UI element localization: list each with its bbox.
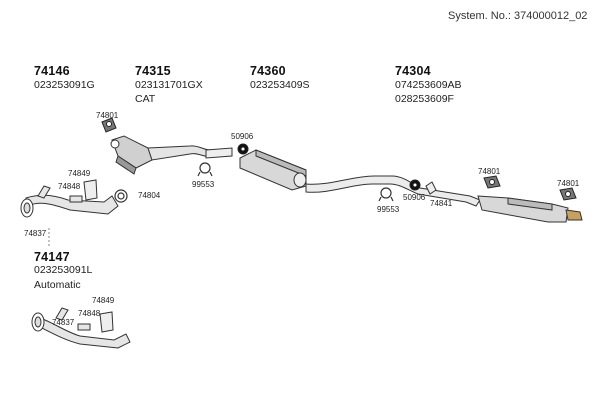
group-74315-note: CAT xyxy=(135,93,156,105)
clamp-99553-b xyxy=(378,187,394,202)
part-label: 74849 xyxy=(68,169,91,178)
clamp-74804 xyxy=(114,189,128,203)
part-label: 74848 xyxy=(58,182,81,191)
system-number: System. No.: 374000012_02 xyxy=(448,10,588,22)
bracket-74841 xyxy=(425,181,437,195)
clamp-50906-b xyxy=(409,179,421,191)
part-label: 99553 xyxy=(377,205,400,214)
group-74360-code: 023253409S xyxy=(250,79,310,91)
part-label: 74848 xyxy=(78,309,101,318)
part-label: 74801 xyxy=(96,111,119,120)
bracket-74849 xyxy=(83,179,98,201)
intermediate-pipe xyxy=(205,147,233,159)
front-pipe-upper xyxy=(20,185,119,218)
part-label: 74804 xyxy=(138,191,161,200)
part-label: 74849 xyxy=(92,296,115,305)
group-74146-code: 023253091G xyxy=(34,79,95,91)
group-74304-code-2: 028253609F xyxy=(395,93,454,105)
hanger-74801-right xyxy=(559,187,577,201)
part-label: 50906 xyxy=(231,132,254,141)
part-label: 74801 xyxy=(557,179,580,188)
group-74147-note: Automatic xyxy=(34,279,81,291)
part-label: 99553 xyxy=(192,180,215,189)
front-pipe-lower xyxy=(31,307,131,349)
group-74146-id: 74146 xyxy=(34,64,70,78)
part-label: 74837 xyxy=(52,318,75,327)
rear-pipe-74304 xyxy=(305,175,481,207)
clamp-99553-a xyxy=(197,162,213,177)
catalytic-converter-74315 xyxy=(110,135,213,175)
group-74147-id: 74147 xyxy=(34,250,70,264)
hanger-74801-mid xyxy=(483,175,501,189)
group-74304-code-1: 074253609AB xyxy=(395,79,462,91)
group-74315-code: 023131701GX xyxy=(135,79,203,91)
group-74360-id: 74360 xyxy=(250,64,286,78)
part-label: 50906 xyxy=(403,193,426,202)
clamp-50906-a xyxy=(237,143,249,155)
group-74315-id: 74315 xyxy=(135,64,171,78)
part-label: 74841 xyxy=(430,199,453,208)
rear-silencer xyxy=(477,195,583,223)
group-74304-id: 74304 xyxy=(395,64,431,78)
part-label: 74801 xyxy=(478,167,501,176)
middle-silencer-74360 xyxy=(239,149,307,191)
group-74147-code: 023253091L xyxy=(34,264,93,276)
hanger-74801-left xyxy=(101,117,117,133)
part-label: 74837 xyxy=(24,229,47,238)
